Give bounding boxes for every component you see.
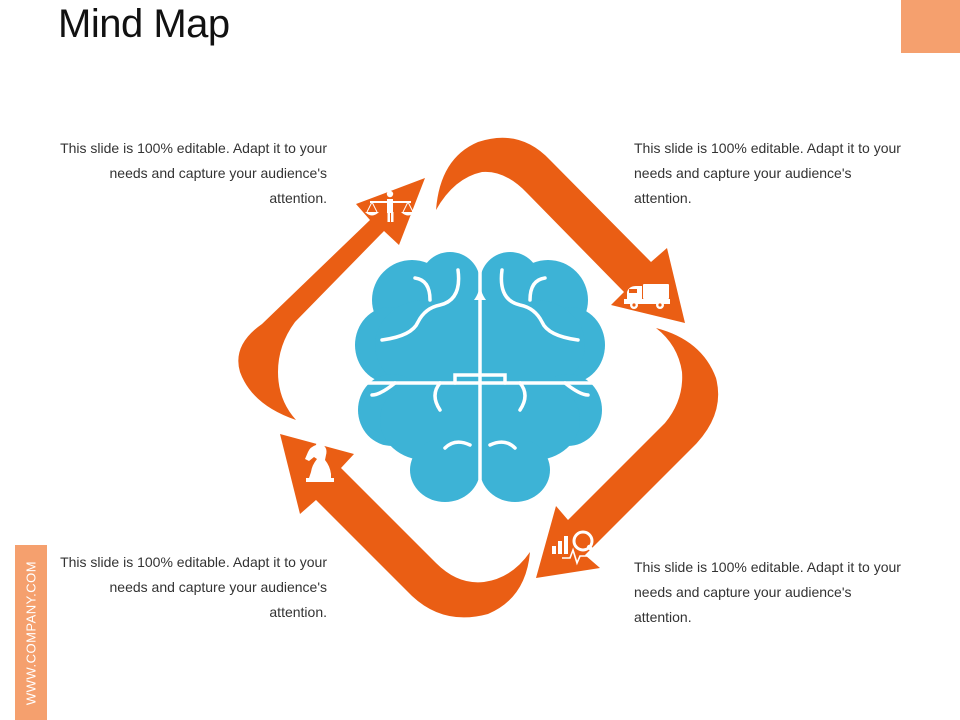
- arrow-bottom-left: [280, 434, 530, 618]
- delivery-truck-icon: [624, 284, 670, 309]
- brain-icon: [352, 252, 608, 507]
- text-block-bottom-right: This slide is 100% editable. Adapt it to…: [634, 559, 901, 625]
- slide-title: Mind Map: [58, 2, 230, 46]
- arrow-top-right: [436, 137, 685, 323]
- scales-justice-icon: [365, 190, 415, 222]
- side-tab: WWW.COMPANY.COM: [15, 545, 47, 720]
- corner-accent-box: [901, 0, 960, 53]
- text-block-top-left: This slide is 100% editable. Adapt it to…: [60, 140, 327, 206]
- chart-magnifier-icon: [552, 530, 600, 566]
- arrow-bottom-right: [536, 328, 719, 578]
- chess-knight-icon: [305, 441, 334, 482]
- text-block-bottom-left: This slide is 100% editable. Adapt it to…: [60, 554, 327, 620]
- text-block-top-right: This slide is 100% editable. Adapt it to…: [634, 140, 901, 206]
